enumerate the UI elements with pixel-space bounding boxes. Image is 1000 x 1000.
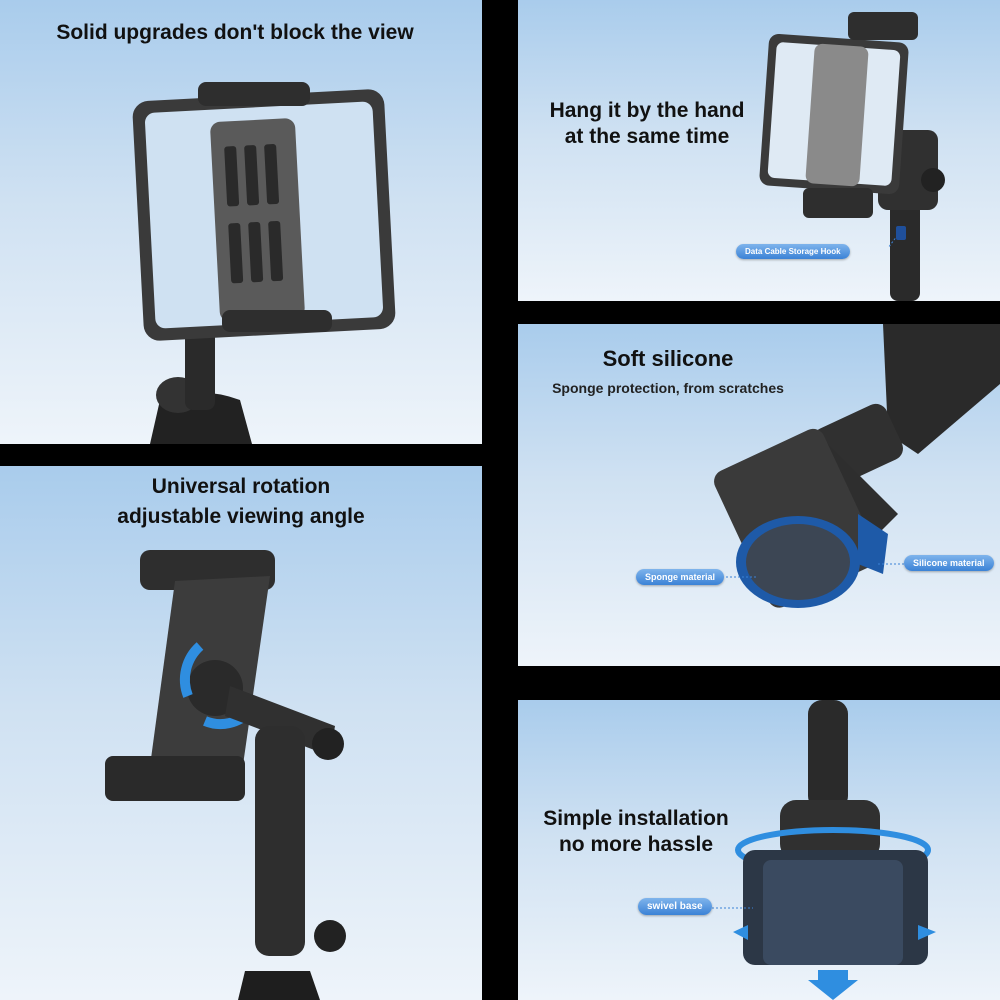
data-cable-hook-callout: Data Cable Storage Hook (736, 244, 850, 259)
panel-title: Soft silicone (602, 346, 734, 371)
rotating-holder-illustration (105, 550, 346, 1000)
panel-title: Solid upgrades don't block the view (56, 21, 414, 44)
sponge-material-callout: Sponge material (636, 569, 725, 585)
panel-title-line2: adjustable viewing angle (117, 505, 365, 528)
swivel-base-illustration (708, 700, 936, 1000)
panel-installation: Simple installation no more hassle swive… (518, 700, 1000, 1000)
panel-silicone: Soft silicone Sponge protection, from sc… (518, 324, 1000, 666)
panel-subtitle: Sponge protection, from scratches (552, 380, 784, 396)
panel-hang: Hang it by the hand at the same time Dat… (518, 0, 1000, 301)
tablet-holder-illustration (132, 82, 396, 444)
silicone-material-callout: Silicone material (904, 555, 994, 571)
panel-title-line2: at the same time (564, 125, 730, 148)
tablet-holder-illustration (759, 12, 945, 301)
panel-rotation: Universal rotation adjustable viewing an… (0, 466, 482, 1000)
swivel-base-callout: swivel base (638, 898, 712, 915)
panel-title-line1: Simple installation (543, 807, 729, 830)
panel-title-line1: Hang it by the hand (549, 99, 745, 122)
panel-title-line1: Universal rotation (151, 475, 331, 498)
panel-title-line2: no more hassle (558, 833, 714, 856)
panel-solid-upgrades: Solid upgrades don't block the view (0, 0, 482, 444)
cup-base-illustration (714, 324, 1000, 608)
